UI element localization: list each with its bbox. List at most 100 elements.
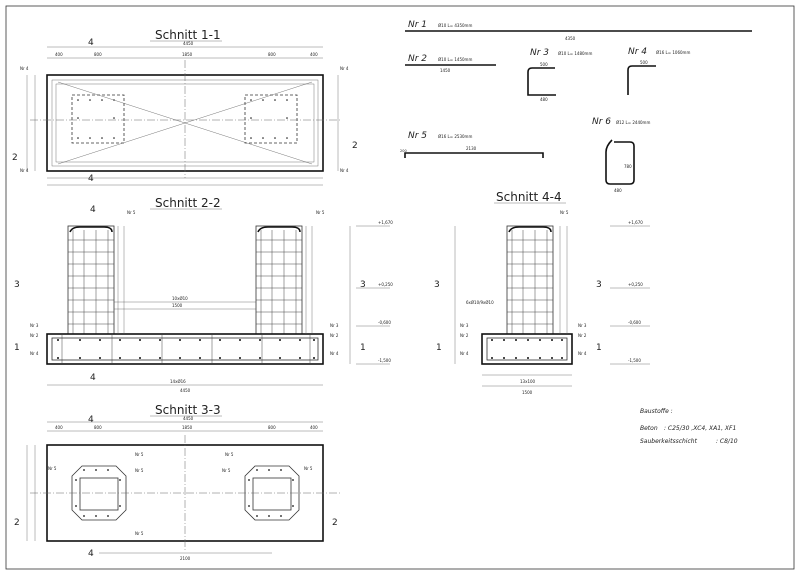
svg-text:6xØ10/9xØ10: 6xØ10/9xØ10: [466, 300, 494, 305]
svg-text:780: 780: [624, 164, 632, 169]
section-4-4-title: Schnitt 4-4: [496, 190, 562, 204]
svg-text:Nr 4: Nr 4: [340, 168, 349, 173]
svg-text:4450: 4450: [183, 41, 194, 46]
svg-text:Nr 3: Nr 3: [578, 323, 587, 328]
rebar-4-nr: Nr 4: [628, 47, 647, 57]
svg-text:2100: 2100: [180, 556, 191, 561]
svg-text:Nr 4: Nr 4: [340, 66, 349, 71]
svg-text:800: 800: [94, 425, 102, 430]
svg-text:4450: 4450: [180, 388, 191, 393]
svg-text:Nr 4: Nr 4: [460, 351, 469, 356]
svg-text:Nr 2: Nr 2: [330, 333, 339, 338]
svg-text:+0,250: +0,250: [378, 282, 393, 287]
rebar-2-nr: Nr 2: [408, 54, 427, 64]
svg-text:14xØ16: 14xØ16: [170, 379, 186, 384]
svg-text:400: 400: [55, 52, 63, 57]
section-3-3: Schnitt 3-3 4450 400 800 1850 800 400 21…: [14, 403, 340, 561]
svg-text:400: 400: [55, 425, 63, 430]
svg-text:Nr 5: Nr 5: [48, 466, 57, 471]
svg-text:1500: 1500: [172, 303, 183, 308]
svg-text:-0,600: -0,600: [378, 320, 391, 325]
svg-text:200: 200: [400, 149, 407, 153]
svg-text:3: 3: [14, 280, 20, 290]
svg-text:400: 400: [310, 425, 318, 430]
svg-text:1: 1: [436, 343, 442, 353]
svg-text:4450: 4450: [183, 416, 194, 421]
svg-text:Nr 2: Nr 2: [30, 333, 39, 338]
svg-text:+1,670: +1,670: [378, 220, 393, 225]
svg-text:Nr 5: Nr 5: [222, 468, 231, 473]
svg-text:Nr 4: Nr 4: [578, 351, 587, 356]
svg-text:-1,500: -1,500: [628, 358, 641, 363]
svg-text:1: 1: [360, 343, 366, 353]
svg-text:1850: 1850: [182, 52, 193, 57]
svg-text:13x100: 13x100: [520, 379, 536, 384]
svg-text:500: 500: [640, 60, 648, 65]
svg-text:1850: 1850: [182, 425, 193, 430]
svg-text:4: 4: [88, 415, 94, 425]
svg-text:1: 1: [596, 343, 602, 353]
svg-text:Nr 5: Nr 5: [316, 210, 325, 215]
svg-text:Nr 2: Nr 2: [460, 333, 469, 338]
section-1-1: Schnitt 1-1 4450 400 800 1850 800 400: [12, 28, 358, 186]
svg-text:2: 2: [14, 518, 20, 528]
svg-text:Ø10 L= 1480mm: Ø10 L= 1480mm: [558, 51, 592, 56]
svg-text:Nr 3: Nr 3: [460, 323, 469, 328]
rebar-6-nr: Nr 6: [592, 117, 611, 127]
svg-text:500: 500: [540, 62, 548, 67]
svg-text:1: 1: [14, 343, 20, 353]
svg-text:Nr 3: Nr 3: [30, 323, 39, 328]
svg-text:4: 4: [90, 205, 96, 215]
svg-text:Nr 4: Nr 4: [20, 66, 29, 71]
svg-text:4: 4: [88, 549, 94, 559]
svg-text:4: 4: [88, 174, 94, 184]
levels-2-2: +1,670 +0,250 -0,600 -1,500: [356, 220, 393, 365]
svg-text:: C25/30 ,XC4, XA1, XF1: : C25/30 ,XC4, XA1, XF1: [664, 425, 736, 432]
svg-text:+0,250: +0,250: [628, 282, 643, 287]
sheet-frame: [5, 5, 795, 570]
svg-text:Nr 5: Nr 5: [135, 531, 144, 536]
svg-text:1450: 1450: [440, 68, 451, 73]
svg-text:2: 2: [352, 141, 358, 151]
svg-text:Nr 4: Nr 4: [330, 351, 339, 356]
svg-text:Nr 5: Nr 5: [127, 210, 136, 215]
svg-text:10xØ10: 10xØ10: [172, 296, 188, 301]
section-3-3-title: Schnitt 3-3: [155, 403, 221, 417]
svg-text:Ø16 L= 2530mm: Ø16 L= 2530mm: [438, 134, 472, 139]
svg-text:3: 3: [360, 280, 366, 290]
section-2-2-title: Schnitt 2-2: [155, 196, 221, 210]
svg-text:-1,500: -1,500: [378, 358, 391, 363]
svg-text:4: 4: [90, 373, 96, 383]
svg-text:+1,670: +1,670: [628, 220, 643, 225]
svg-text:-0,600: -0,600: [628, 320, 641, 325]
section-4-4: Schnitt 4-4 13x100 1500 6xØ10/9xØ10 +1,6…: [434, 190, 650, 395]
svg-text:Ø10 L= 1450mm: Ø10 L= 1450mm: [438, 57, 472, 62]
svg-text:800: 800: [94, 52, 102, 57]
svg-text:Nr 5: Nr 5: [304, 466, 313, 471]
materials-note: Baustoffe : Beton : C25/30 ,XC4, XA1, XF…: [640, 408, 738, 445]
rebar-5-nr: Nr 5: [408, 131, 427, 141]
svg-text:Ø10 L= 4350mm: Ø10 L= 4350mm: [438, 23, 472, 28]
svg-text:Nr 5: Nr 5: [135, 452, 144, 457]
svg-text:480: 480: [614, 188, 622, 193]
materials-heading: Baustoffe :: [640, 408, 673, 415]
levels-4-4: +1,670 +0,250 -0,600 -1,500: [610, 220, 650, 365]
svg-text:2: 2: [12, 153, 18, 163]
svg-text:2130: 2130: [466, 146, 477, 151]
svg-text:Ø12 L= 2440mm: Ø12 L= 2440mm: [616, 120, 650, 125]
section-2-2: Schnitt 2-2 4450 14xØ16 10xØ10 1500: [14, 196, 393, 393]
svg-text:Nr 3: Nr 3: [330, 323, 339, 328]
svg-text:480: 480: [540, 97, 548, 102]
svg-text:1500: 1500: [522, 390, 533, 395]
rebar-schedule: Nr 1 Ø10 L= 4350mm 4350 Nr 2 Ø10 L= 1450…: [400, 20, 752, 193]
svg-text:400: 400: [310, 52, 318, 57]
svg-text:4: 4: [88, 38, 94, 48]
section-1-1-title: Schnitt 1-1: [155, 28, 221, 42]
svg-text:Nr 5: Nr 5: [560, 210, 569, 215]
rebar-1-nr: Nr 1: [408, 20, 427, 30]
svg-text:Nr 5: Nr 5: [135, 468, 144, 473]
svg-text:4350: 4350: [565, 36, 576, 41]
svg-text:Nr 4: Nr 4: [20, 168, 29, 173]
svg-text:800: 800: [268, 52, 276, 57]
